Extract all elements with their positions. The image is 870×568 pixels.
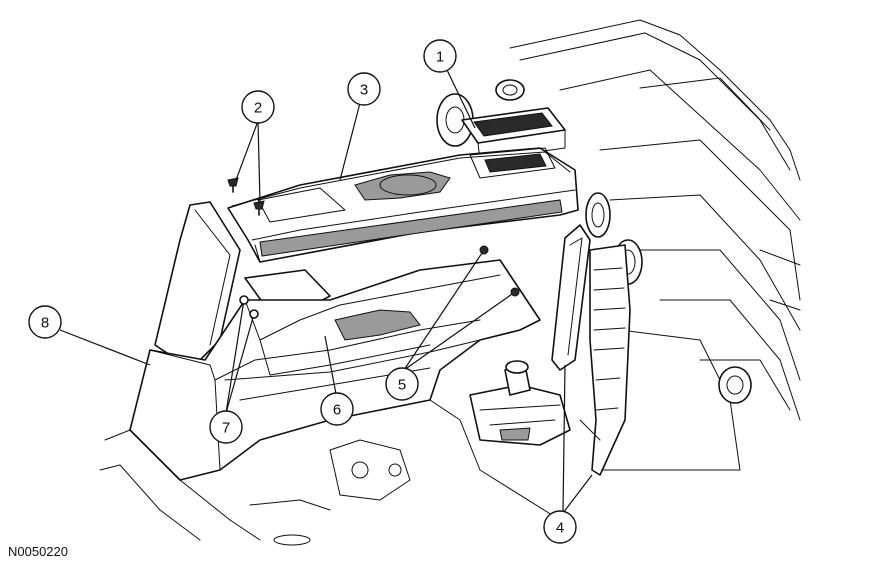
instrument-panel	[509, 19, 801, 471]
callout-8: 8	[28, 305, 62, 339]
callout-7: 7	[209, 410, 243, 444]
callout-3: 3	[347, 72, 381, 106]
part-4-side-trim	[551, 224, 591, 371]
callout-6: 6	[320, 392, 354, 426]
part-2-screws	[227, 177, 265, 216]
figure-id-label: N0050220	[8, 544, 68, 559]
callout-7-label: 7	[222, 420, 230, 437]
callout-4: 4	[543, 510, 577, 544]
callout-5: 5	[385, 367, 419, 401]
callout-2-label: 2	[254, 100, 262, 117]
callout-1: 1	[423, 39, 457, 73]
callout-3-label: 3	[360, 82, 368, 99]
floor-mechanism	[99, 399, 601, 546]
part-3-upper-panel	[227, 147, 579, 263]
callout-6-label: 6	[333, 402, 341, 419]
leader-lines	[59, 67, 593, 514]
center-stack	[589, 244, 631, 476]
fasteners	[239, 245, 520, 319]
callout-2: 2	[241, 90, 275, 124]
callout-1-label: 1	[436, 49, 444, 66]
callout-5-label: 5	[398, 377, 406, 394]
callout-4-label: 4	[556, 520, 564, 537]
part-1-bezel	[461, 107, 566, 161]
callout-8-label: 8	[41, 315, 49, 332]
shifter-assembly	[469, 360, 571, 446]
